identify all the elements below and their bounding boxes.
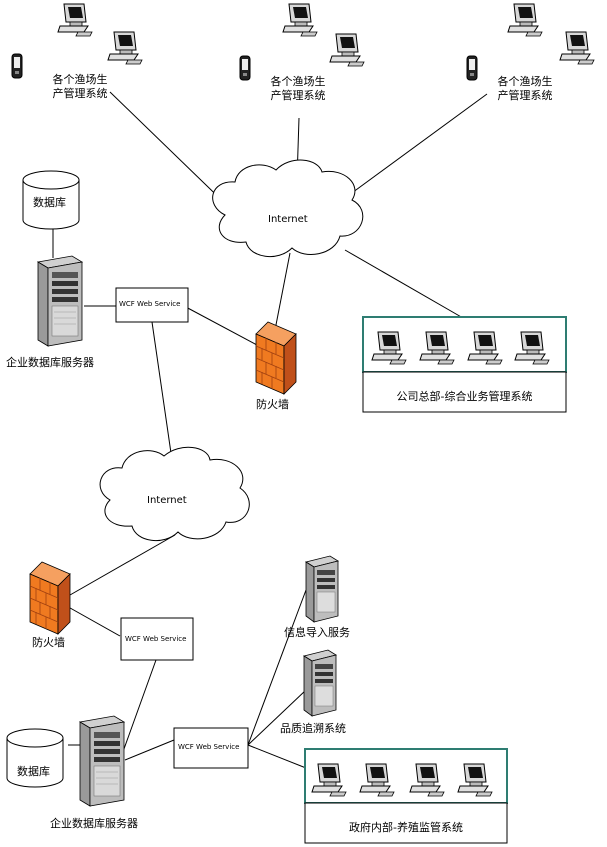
wcf-service-box-top xyxy=(115,287,189,323)
fishery-group-left xyxy=(11,3,143,79)
hq-system-label: 公司总部-综合业务管理系统 xyxy=(396,390,533,403)
internet-label-middle: Internet xyxy=(147,495,187,506)
desktop-computer-icon xyxy=(57,3,93,37)
tower-server-icon xyxy=(305,555,339,623)
wcf-service-box-bottom xyxy=(173,727,249,769)
firewall-icon xyxy=(29,561,71,635)
pda-icon xyxy=(239,55,251,81)
desktop-computer-icon xyxy=(107,31,143,65)
fishery-group-middle xyxy=(239,3,365,81)
db-server-label-bottom: 企业数据库服务器 xyxy=(50,817,138,830)
desktop-computer-icon xyxy=(282,3,318,37)
gov-system-label-box xyxy=(304,802,508,844)
internet-cloud-icon xyxy=(99,446,250,542)
tower-server-icon xyxy=(303,649,337,717)
desktop-computer-icon xyxy=(507,3,543,37)
gov-system-label: 政府内部-养殖监管系统 xyxy=(349,821,463,834)
fishery-system-label-middle: 各个渔场生产管理系统 xyxy=(270,75,326,102)
connector-lines xyxy=(52,91,488,769)
pda-icon xyxy=(466,55,478,81)
info-import-label: 信息导入服务 xyxy=(284,626,350,639)
fishery-system-label-left: 各个渔场生产管理系统 xyxy=(52,73,108,100)
hq-system-label-box xyxy=(362,371,567,413)
wcf-service-label-bottom: WCF Web Service xyxy=(178,743,240,751)
database-label-bottom: 数据库 xyxy=(17,765,50,778)
firewall-label-top: 防火墙 xyxy=(256,398,289,411)
quality-trace-label: 品质追溯系统 xyxy=(280,722,346,735)
wcf-service-label-top: WCF Web Service xyxy=(119,300,181,308)
firewall-icon xyxy=(255,321,297,395)
fishery-system-label-right: 各个渔场生产管理系统 xyxy=(497,75,553,102)
wcf-service-label-middle: WCF Web Service xyxy=(125,635,187,643)
wcf-service-box-middle xyxy=(120,617,194,661)
firewall-label-bottom: 防火墙 xyxy=(32,636,65,649)
internet-label-top: Internet xyxy=(268,214,308,225)
pda-icon xyxy=(11,53,23,79)
tower-server-icon xyxy=(79,715,125,807)
internet-cloud-icon xyxy=(212,159,364,258)
database-label-top: 数据库 xyxy=(33,196,66,209)
desktop-computer-icon xyxy=(329,33,365,67)
desktop-computer-icon xyxy=(559,31,595,65)
fishery-group-right xyxy=(466,3,595,81)
tower-server-icon xyxy=(37,255,83,347)
db-server-label-top: 企业数据库服务器 xyxy=(6,356,94,369)
